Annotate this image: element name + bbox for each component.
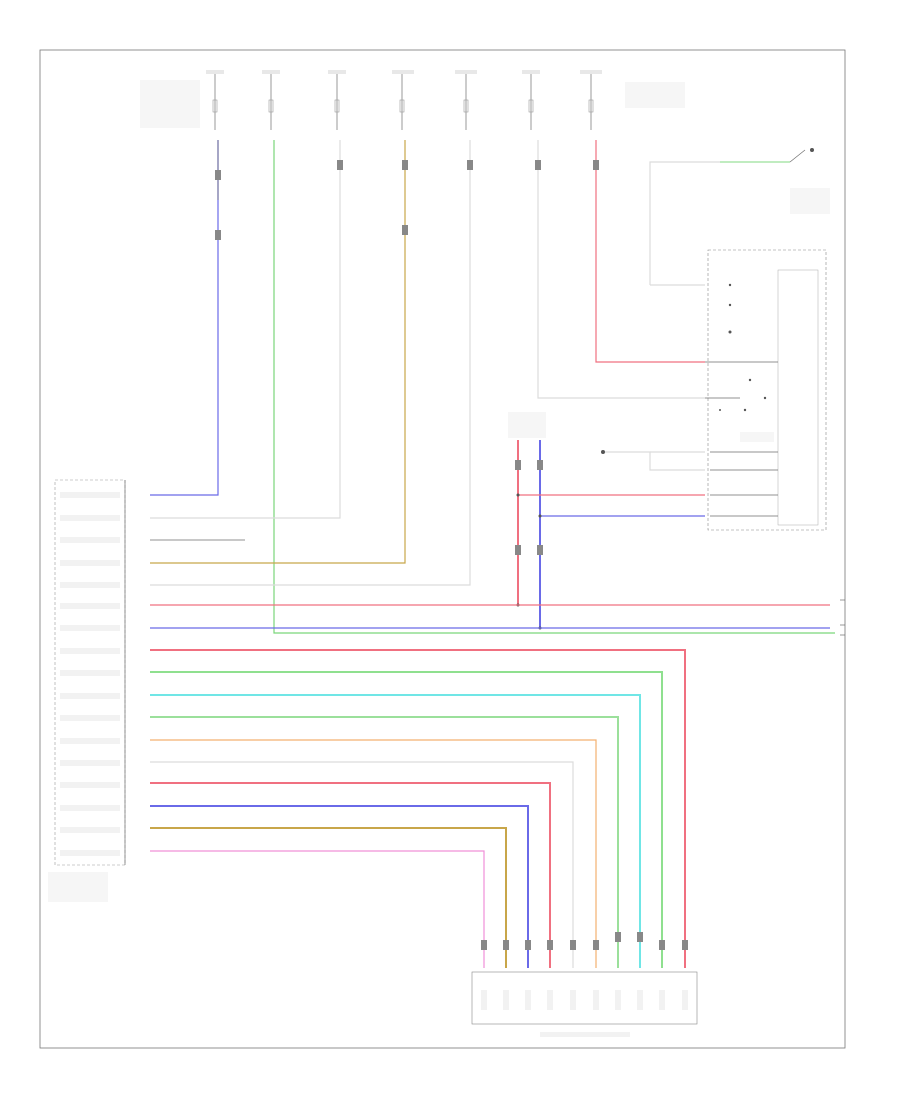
connector-fuse1-b — [215, 230, 221, 240]
diagram-border — [39, 49, 846, 1049]
fuse-2 — [262, 70, 280, 130]
wire-fuse5-gray — [150, 140, 471, 586]
wire-fuse4-tan — [150, 140, 406, 564]
connector-fuse5 — [467, 160, 473, 170]
wire-fuse6-gray — [537, 140, 705, 399]
fuse-5 — [455, 70, 477, 130]
connector-fuse6 — [535, 160, 541, 170]
fuse-4 — [392, 70, 414, 130]
tail-junction — [508, 412, 705, 630]
combination-meter — [650, 249, 827, 531]
body-control-module — [48, 479, 126, 902]
wire-fuse1-blue — [150, 140, 219, 496]
parking-brake-switch — [649, 148, 830, 285]
fuse-6 — [522, 70, 540, 130]
fuse-side-note-right — [625, 82, 685, 108]
switch-wire-connectors — [481, 932, 688, 950]
wire-switch-4-lightgreen — [150, 716, 619, 968]
off-page-markers — [840, 599, 845, 636]
wire-fuse3-gray — [150, 140, 341, 519]
combination-switch — [471, 971, 698, 1037]
connector-fuse3 — [337, 160, 343, 170]
connector-fuse4-a — [402, 160, 408, 170]
wire-switch-6-gray — [150, 761, 574, 968]
fuse-block — [140, 70, 685, 130]
bcm-pin-labels — [60, 492, 120, 856]
wire-switch-1-red — [150, 649, 686, 968]
connector-fuse4-b — [402, 225, 408, 235]
wire-switch-3-cyan — [150, 694, 641, 968]
connector-fuse7 — [593, 160, 599, 170]
wire-switch-7-red — [150, 782, 551, 968]
fuse-side-note-left — [140, 80, 200, 128]
connector-fuse1-a — [215, 170, 221, 180]
fuse-3 — [328, 70, 346, 130]
wire-switch-2-green — [150, 671, 663, 968]
fuse-7 — [580, 70, 602, 130]
wire-switch-8-blue — [150, 805, 529, 968]
wire-fuse7-red — [595, 140, 705, 363]
wire-fuse2-green — [273, 140, 835, 634]
fuse-1 — [206, 70, 224, 130]
ground-symbol — [601, 450, 705, 471]
wire-switch-5-orange — [150, 739, 597, 968]
wire-switch-9-tan — [150, 827, 507, 968]
wire-switch-10-pink — [150, 850, 485, 968]
